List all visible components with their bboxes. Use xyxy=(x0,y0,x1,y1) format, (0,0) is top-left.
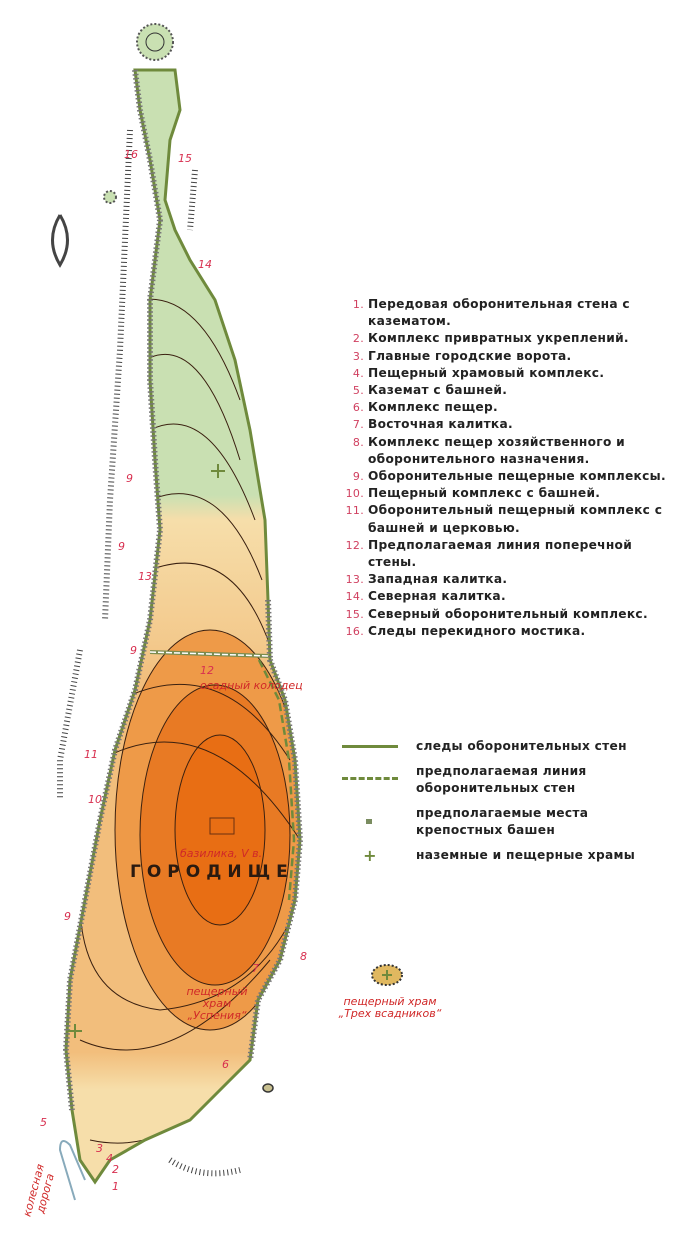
basilica-label: базилика, V в. xyxy=(180,847,263,860)
well-label: осадный колодец xyxy=(200,679,303,692)
uspenie-temple-label: пещерный храм „Успения“ xyxy=(186,985,248,1022)
symbol-item: следы оборонительных стен xyxy=(340,738,680,755)
legend-item: 11.Оборонительный пещерный комплекс с ба… xyxy=(345,503,663,535)
map-title: ГОРОДИЩЕ xyxy=(130,862,294,882)
tower-square-icon xyxy=(340,805,416,824)
legend-item: 10.Пещерный комплекс с башней. xyxy=(345,486,601,501)
marker-7: 7 xyxy=(252,962,259,975)
three-riders-temple-label: пещерный храм „Трех всадников“ xyxy=(338,995,442,1020)
marker-9: 9 xyxy=(118,540,125,553)
legend-item: 5.Каземат с башней. xyxy=(352,383,508,398)
marker-9: 9 xyxy=(64,910,71,923)
marker-8: 8 xyxy=(300,950,307,963)
marker-13: 13 xyxy=(138,570,152,583)
legend-item: 1.Передовая оборонительная стена с казем… xyxy=(352,297,630,329)
marker-9: 9 xyxy=(130,644,137,657)
marker-15: 15 xyxy=(178,152,192,165)
marker-11: 11 xyxy=(84,748,98,761)
marker-10: 10 xyxy=(88,793,102,806)
numbered-legend: 1.Передовая оборонительная стена с казем… xyxy=(340,296,680,640)
marker-12: 12 xyxy=(200,664,214,677)
marker-6: 6 xyxy=(222,1058,229,1071)
legend-item: 2.Комплекс привратных укреплений. xyxy=(352,331,629,346)
marker-2: 2 xyxy=(112,1163,119,1176)
legend-item: 3.Главные городские ворота. xyxy=(352,348,572,363)
symbol-item: предполагаемая линия оборонительных стен xyxy=(340,763,680,797)
legend-item: 13.Западная калитка. xyxy=(345,572,508,587)
basilica-icon xyxy=(209,817,235,835)
marker-3: 3 xyxy=(96,1142,103,1155)
legend-item: 6.Комплекс пещер. xyxy=(352,400,498,415)
legend-item: 7.Восточная калитка. xyxy=(352,417,513,432)
legend-item: 15.Северный оборонительный комплекс. xyxy=(345,606,648,621)
wheel-road xyxy=(58,1140,86,1201)
marker-14: 14 xyxy=(198,258,212,271)
legend-item: 4.Пещерный храмовый комплекс. xyxy=(352,365,605,380)
legend-item: 14.Северная калитка. xyxy=(345,589,506,604)
legend-item: 16.Следы перекидного мостика. xyxy=(345,623,586,638)
marker-16: 16 xyxy=(124,148,138,161)
north-knob xyxy=(136,23,174,61)
symbol-item: + наземные и пещерные храмы xyxy=(340,847,680,864)
symbol-item: предполагаемые места крепостных башен xyxy=(340,805,680,839)
marker-4: 4 xyxy=(106,1152,113,1165)
temple-cross-icon: + xyxy=(363,846,377,865)
legend-item: 9.Оборонительные пещерные комплексы. xyxy=(352,469,666,484)
legend-item: 8.Комплекс пещер хозяйственного и оборон… xyxy=(352,434,626,466)
legend-item: 12.Предполагаемая линия поперечной стены… xyxy=(345,537,633,570)
cliff-edge xyxy=(62,69,164,1111)
symbol-legend: следы оборонительных стен предполагаемая… xyxy=(340,738,680,872)
dashed-wall-line-icon xyxy=(340,763,416,780)
solid-wall-line-icon xyxy=(340,738,416,755)
marker-5: 5 xyxy=(40,1116,47,1129)
marker-9: 9 xyxy=(126,472,133,485)
marker-1: 1 xyxy=(112,1180,119,1193)
